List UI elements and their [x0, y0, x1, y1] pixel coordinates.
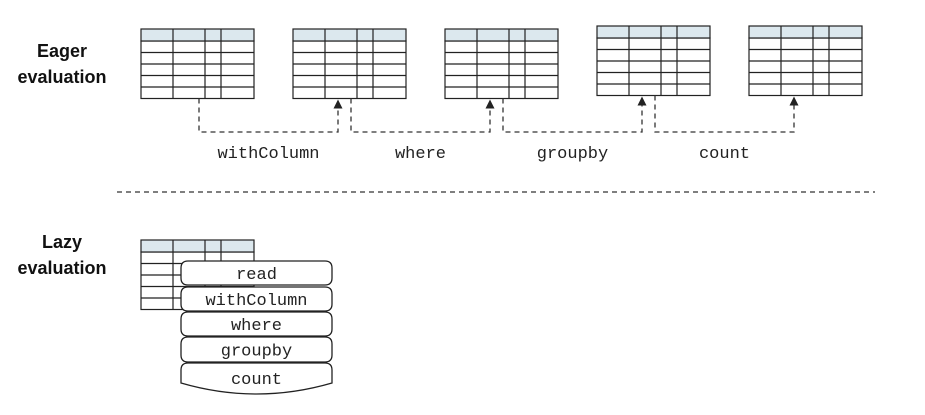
lazy-plan-stack: read withColumn where groupby count [180, 260, 333, 395]
eager-label-line2: evaluation [17, 67, 106, 87]
eager-operation-labels: withColumn where groupby count [217, 145, 750, 164]
lazy-label-line1: Lazy [42, 232, 82, 252]
lazy-step-label-count: count [231, 371, 282, 390]
lazy-step-label-withColumn: withColumn [205, 292, 307, 311]
lazy-step-label-read: read [236, 266, 277, 285]
eager-connector-groupby [502, 96, 647, 133]
lazy-label-line2: evaluation [17, 258, 106, 278]
lazy-step-label-where: where [231, 317, 282, 336]
lazy-step-count: count [180, 362, 333, 395]
eager-table-2 [292, 28, 407, 100]
lazy-step-groupby: groupby [180, 336, 333, 363]
eager-op-label-count: count [699, 145, 750, 164]
arrowhead [789, 96, 799, 106]
arrowhead [333, 99, 343, 109]
eager-table-1 [140, 28, 255, 100]
lazy-step-withColumn: withColumn [180, 286, 333, 312]
lazy-step-where: where [180, 311, 333, 337]
eager-table-5 [748, 25, 863, 97]
eager-op-label-where: where [395, 145, 446, 164]
eager-table-4 [596, 25, 711, 97]
eager-table-3 [444, 28, 559, 100]
lazy-step-label-groupby: groupby [221, 343, 292, 362]
eager-connector-count [654, 95, 799, 133]
eager-tables [140, 25, 863, 100]
eager-label-line1: Eager [37, 41, 87, 61]
eager-op-label-withColumn: withColumn [217, 145, 319, 164]
eager-connectors [198, 95, 799, 133]
arrowhead [485, 99, 495, 109]
arrowhead [637, 96, 647, 106]
eager-connector-where [350, 98, 495, 133]
lazy-step-read: read [180, 260, 333, 286]
eager-connector-withColumn [198, 98, 343, 133]
eager-op-label-groupby: groupby [537, 145, 608, 164]
